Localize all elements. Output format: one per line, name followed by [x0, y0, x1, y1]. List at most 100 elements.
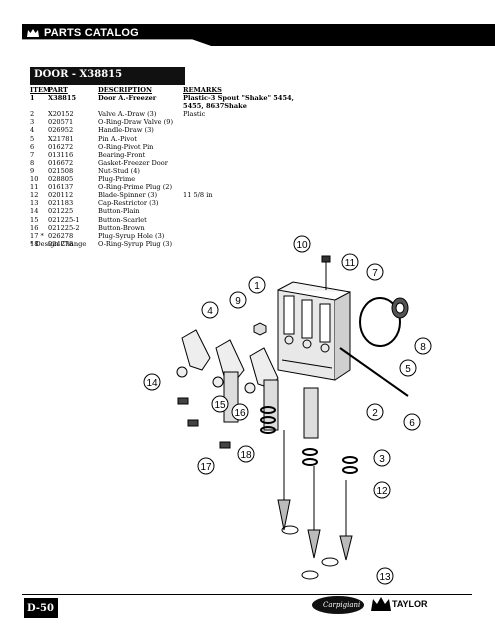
pivot-pin-drawing: [339, 347, 409, 397]
column-header-remarks: REMARKS: [183, 86, 222, 94]
cell-part: X21781: [48, 134, 74, 143]
cell-description: Button-Scarlet: [98, 215, 147, 224]
cell-item: 15: [30, 215, 39, 224]
svg-text:2: 2: [372, 408, 378, 419]
page-number: D-50: [27, 603, 54, 614]
svg-text:1: 1: [254, 281, 260, 292]
svg-text:17: 17: [200, 462, 212, 473]
crown-icon: [27, 29, 39, 37]
svg-text:15: 15: [214, 400, 226, 411]
callout-7: 7: [366, 263, 384, 281]
cell-description: Blade-Spinner (3): [98, 191, 158, 200]
cell-item: 5: [30, 134, 35, 143]
button-plain-drawing: [176, 366, 188, 378]
page-header-title: PARTS CATALOG: [44, 27, 139, 39]
svg-text:10: 10: [296, 240, 308, 251]
callout-12: 12: [373, 481, 391, 499]
callout-6: 6: [403, 413, 421, 431]
cell-description: O-Ring-Syrup Plug (3): [98, 239, 173, 248]
cell-part: 028805: [48, 175, 74, 184]
button-brown-drawing: [244, 382, 256, 394]
cell-description: Handle-Draw (3): [98, 126, 154, 135]
handles-drawing: [181, 329, 279, 389]
cell-description: Plug-Prime: [98, 175, 136, 184]
svg-text:6: 6: [409, 418, 415, 429]
cell-description: O-Ring-Pivot Pin: [98, 142, 154, 151]
footer-rule: [22, 594, 472, 595]
cell-part: 020571: [48, 118, 74, 127]
cell-remarks: Plastic: [183, 110, 206, 119]
section-title-bar: [30, 67, 185, 85]
cell-part: X20152: [48, 110, 74, 119]
cell-description: Pin A.-Pivot: [98, 134, 137, 143]
prime-plug-drawing: [321, 255, 331, 290]
svg-text:4: 4: [207, 306, 213, 317]
cell-item: 2: [30, 110, 35, 119]
cell-description: Nut-Stud (4): [98, 166, 140, 175]
callout-15: 15: [211, 395, 229, 413]
taylor-crown-icon: [371, 597, 391, 611]
cell-part: 021508: [48, 166, 74, 175]
door-body-drawing: [277, 281, 351, 381]
carpigiani-logo: [312, 596, 364, 614]
cell-description: Plug-Syrup Hole (3): [98, 231, 165, 240]
cell-remarks: 5455, 8637Shake: [183, 102, 247, 111]
svg-text:5: 5: [405, 364, 411, 375]
callout-3: 3: [373, 449, 391, 467]
cell-part: 021183: [48, 199, 74, 208]
svg-text:7: 7: [372, 268, 378, 279]
cell-item: 9: [30, 166, 35, 175]
cell-description: Button-Brown: [98, 223, 145, 232]
callout-13: 13: [376, 567, 394, 585]
cell-part: 021225-2: [48, 223, 80, 232]
svg-text:18: 18: [240, 450, 252, 461]
callout-5: 5: [399, 359, 417, 377]
cell-part: X38815: [48, 94, 77, 103]
cell-item: 14: [30, 207, 39, 216]
cell-description: Cap-Restrictor (3): [98, 199, 159, 208]
cell-item: 6: [30, 142, 35, 151]
cell-item: 4: [30, 126, 35, 135]
cell-item: 7: [30, 150, 35, 159]
svg-text:12: 12: [376, 486, 388, 497]
callout-1: 1: [248, 276, 266, 294]
page-number-box: [24, 598, 58, 618]
syrup-plugs-drawing: [177, 397, 231, 449]
svg-text:11: 11: [345, 258, 356, 269]
door-exploded-diagram: 1 2 3 4 5 6 7 8 9 10 11 12 13 14 15 16 1…: [143, 235, 432, 585]
cell-part: 021225: [48, 207, 74, 216]
column-header-description: DESCRIPTION: [98, 86, 153, 94]
cell-part: 016137: [48, 183, 74, 192]
cell-part: 021225-1: [48, 215, 80, 224]
callout-11: 11: [341, 253, 359, 271]
callout-16: 16: [231, 403, 249, 421]
callout-17: 17: [197, 457, 215, 475]
cell-item: 16: [30, 223, 39, 232]
callout-10: 10: [293, 235, 311, 253]
cell-item: 13: [30, 199, 39, 208]
svg-text:9: 9: [235, 296, 241, 307]
svg-text:13: 13: [379, 572, 391, 583]
header-bar: [22, 24, 495, 46]
cell-part: 016672: [48, 158, 74, 167]
callout-8: 8: [414, 337, 432, 355]
svg-text:8: 8: [420, 342, 426, 353]
cell-description: O-Ring-Draw Valve (9): [98, 118, 174, 127]
cell-item: 1: [30, 94, 35, 103]
cell-description: Valve A.-Draw (3): [98, 110, 157, 119]
cell-item: 17 *: [30, 231, 44, 240]
svg-text:16: 16: [234, 408, 246, 419]
callout-2: 2: [366, 403, 384, 421]
cell-item: 11: [30, 183, 39, 192]
button-scarlet-drawing: [212, 376, 224, 388]
nut-drawing: [253, 322, 267, 336]
cell-part: 026278: [48, 231, 74, 240]
column-header-part: PART: [48, 86, 68, 94]
cell-item: 3: [30, 118, 35, 127]
section-title: DOOR - X38815: [34, 69, 123, 80]
cell-item: 10: [30, 175, 39, 184]
callout-14: 14: [143, 373, 161, 391]
callout-18: 18: [237, 445, 255, 463]
restrictor-caps-drawing: [281, 525, 339, 580]
o-rings-drawing: [260, 406, 358, 474]
